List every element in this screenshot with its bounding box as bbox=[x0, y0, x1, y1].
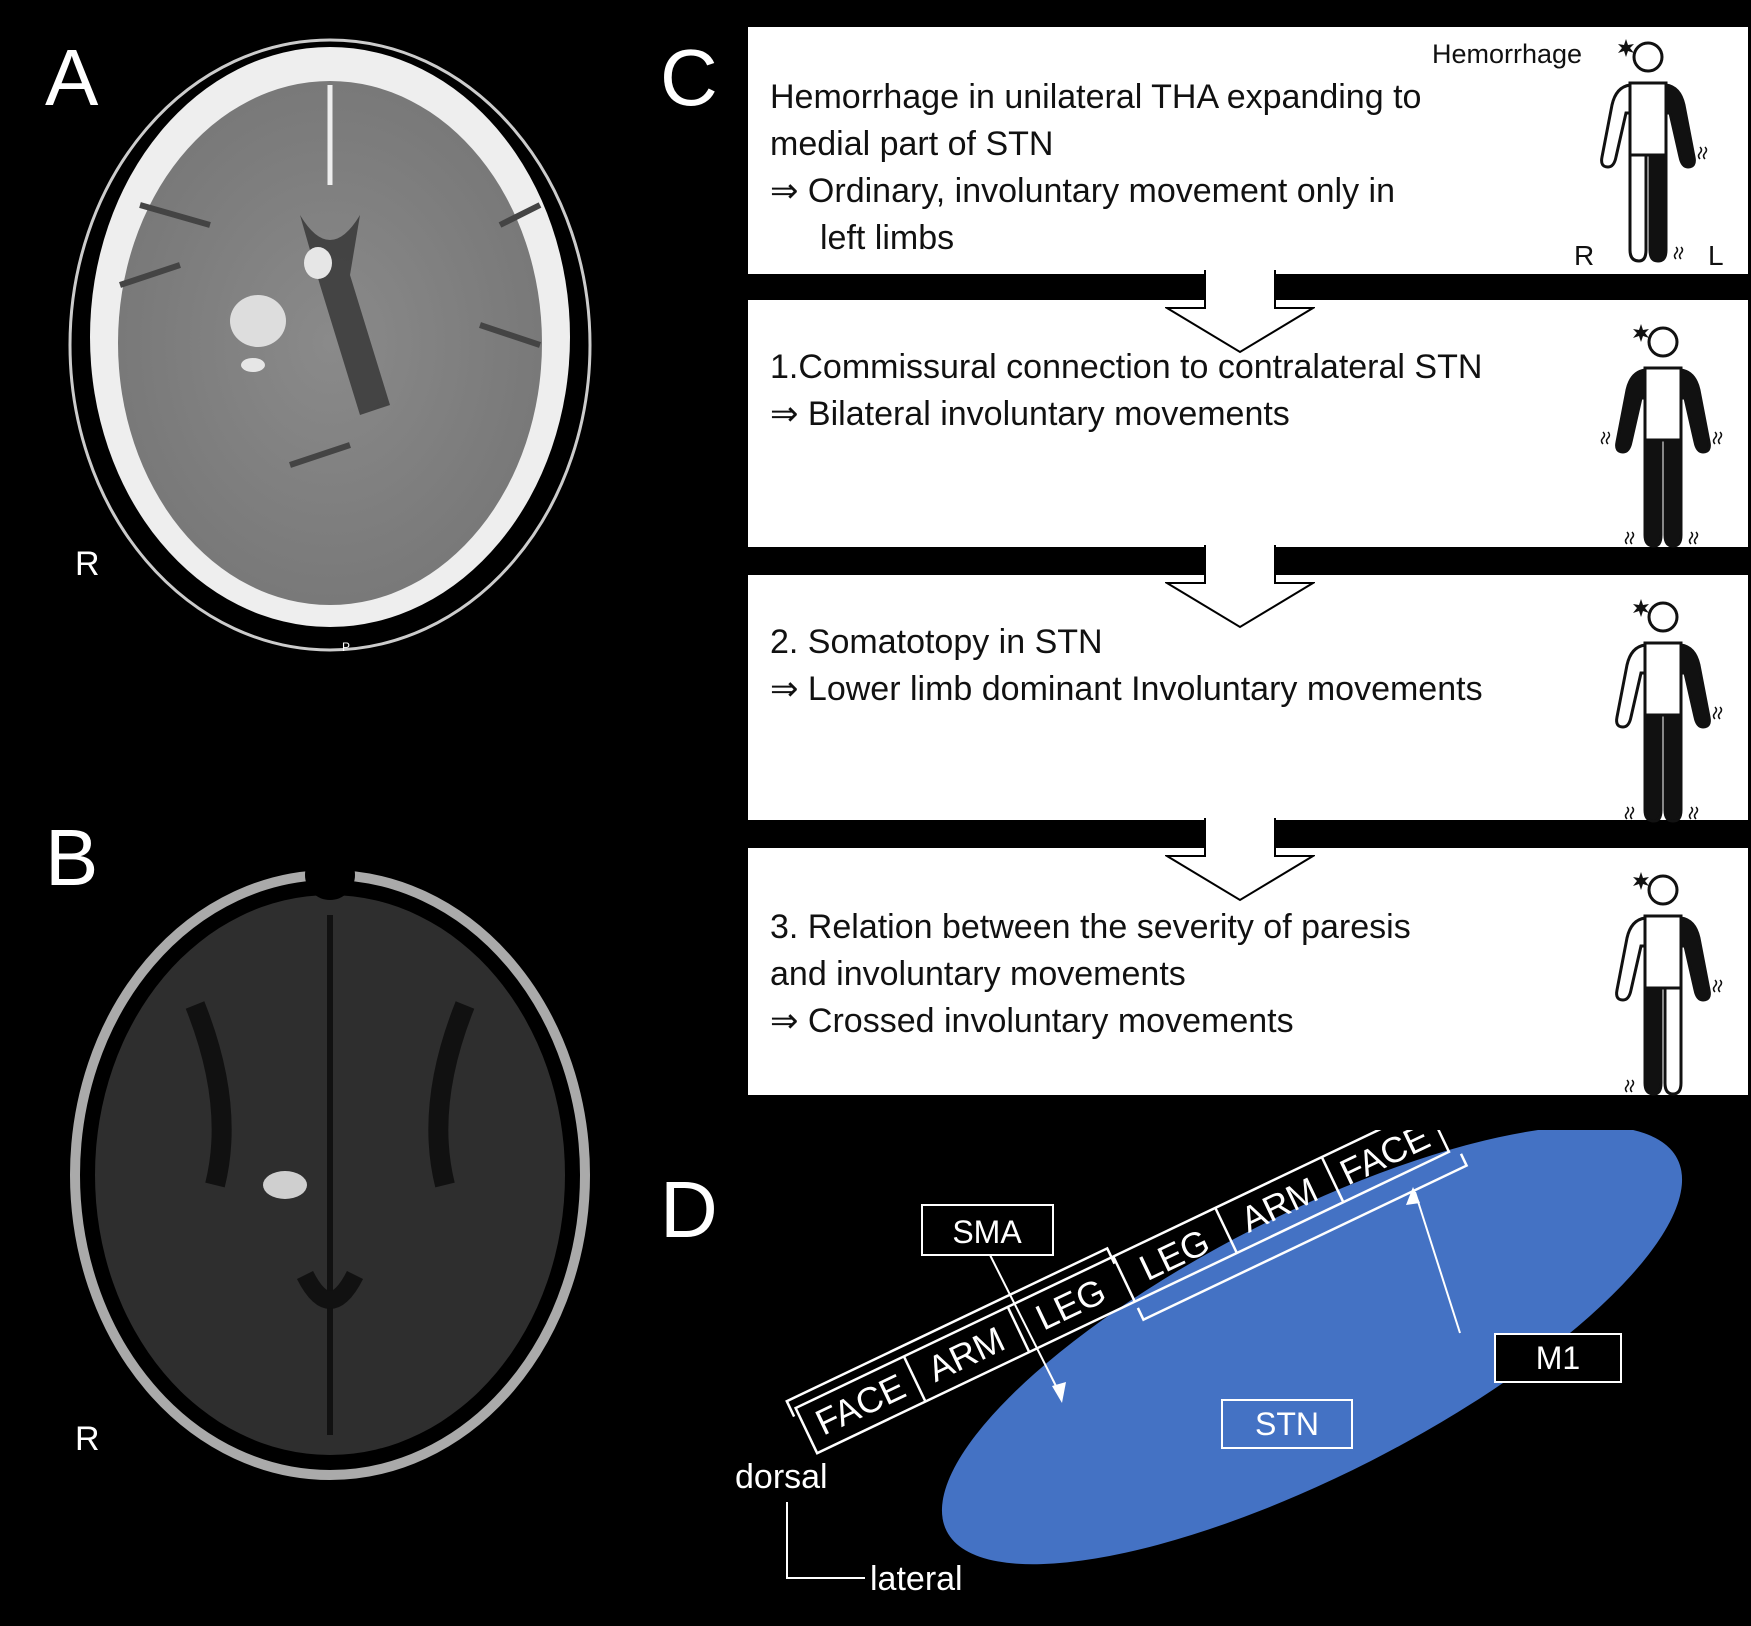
left-arm-icon bbox=[1664, 83, 1696, 169]
orientation-axis-lines bbox=[786, 1502, 865, 1579]
head-icon bbox=[1647, 601, 1679, 633]
left-arm-icon bbox=[1679, 643, 1711, 729]
tremor-icon bbox=[1600, 431, 1611, 445]
m1-label: M1 bbox=[1535, 1340, 1581, 1376]
head-icon bbox=[1647, 874, 1679, 906]
tremor-icon bbox=[1712, 431, 1723, 445]
right-leg-icon bbox=[1643, 438, 1663, 548]
hemorrhage-label: Hemorrhage bbox=[1432, 39, 1583, 69]
left-leg-icon bbox=[1663, 986, 1683, 1096]
tremor-icon bbox=[1673, 246, 1684, 260]
axis-lateral-label: lateral bbox=[870, 1560, 963, 1598]
left-arm-icon bbox=[1679, 368, 1711, 454]
sma-label: SMA bbox=[952, 1214, 1022, 1250]
panel-b-letter: B bbox=[45, 813, 99, 902]
box1-line-3: ⇒ Ordinary, involuntary movement only in bbox=[770, 172, 1395, 210]
right-leg-icon bbox=[1643, 986, 1663, 1096]
stn-label: STN bbox=[1255, 1406, 1319, 1442]
tremor-icon bbox=[1624, 1079, 1635, 1093]
torso-icon bbox=[1643, 641, 1683, 717]
box2-line-2: ⇒ Bilateral involuntary movements bbox=[770, 395, 1290, 433]
body-figure-2 bbox=[1600, 324, 1723, 548]
ct-scan-image bbox=[68, 38, 592, 652]
panel-b-right-side-label: R bbox=[75, 1420, 100, 1458]
box3-line-2: ⇒ Lower limb dominant Involuntary moveme… bbox=[770, 670, 1483, 708]
left-leg-icon bbox=[1663, 713, 1683, 823]
tremor-icon bbox=[1697, 146, 1708, 160]
torso-icon bbox=[1643, 366, 1683, 442]
box4-line-2: and involuntary movements bbox=[770, 955, 1186, 993]
torso-icon bbox=[1643, 914, 1683, 990]
right-arm-icon bbox=[1615, 368, 1647, 454]
tremor-icon bbox=[1624, 806, 1635, 820]
hemorrhage-star-icon bbox=[1633, 324, 1649, 342]
tremor-icon bbox=[1712, 706, 1723, 720]
tremor-icon bbox=[1688, 806, 1699, 820]
torso-icon bbox=[1628, 81, 1668, 157]
down-arrow-2 bbox=[1165, 545, 1315, 629]
left-leg-icon bbox=[1663, 438, 1683, 548]
box3-line-1: 2. Somatotopy in STN bbox=[770, 623, 1103, 661]
m1-pointer-arrow bbox=[1406, 1187, 1461, 1334]
left-arm-icon bbox=[1679, 916, 1711, 1002]
box4-line-1: 3. Relation between the severity of pare… bbox=[770, 908, 1411, 946]
axis-dorsal-label: dorsal bbox=[735, 1458, 828, 1496]
flow-box-1: Hemorrhage in unilateral THA expanding t… bbox=[748, 27, 1748, 274]
box1-line-2: medial part of STN bbox=[770, 125, 1054, 163]
head-icon bbox=[1632, 41, 1664, 73]
m1-box: M1 bbox=[1494, 1333, 1622, 1383]
head-icon bbox=[1647, 326, 1679, 358]
panel-d-letter: D bbox=[660, 1165, 718, 1254]
stn-somatotopy-diagram: FACE ARM LEG LEG ARM FACE SMA bbox=[785, 1130, 1683, 1565]
panel-a-right-side-label: R bbox=[75, 545, 100, 583]
tremor-icon bbox=[1624, 531, 1635, 545]
right-arm-icon bbox=[1615, 916, 1647, 1002]
stn-box: STN bbox=[1221, 1399, 1353, 1449]
right-leg-icon bbox=[1643, 713, 1663, 823]
panel-a-posterior-marker: P bbox=[342, 640, 351, 654]
down-arrow-1 bbox=[1165, 270, 1315, 354]
panel-a-letter: A bbox=[45, 33, 99, 122]
tremor-icon bbox=[1712, 979, 1723, 993]
hemorrhage-star-icon bbox=[1633, 599, 1649, 617]
right-arm-icon bbox=[1615, 643, 1647, 729]
hemorrhage-star-icon bbox=[1633, 872, 1649, 890]
tremor-icon bbox=[1688, 531, 1699, 545]
sma-segment-arm: ARM bbox=[921, 1318, 1011, 1389]
hemorrhage-star-icon bbox=[1618, 39, 1634, 57]
right-arm-icon bbox=[1600, 83, 1632, 169]
left-leg-icon bbox=[1648, 153, 1668, 263]
body-figure-1 bbox=[1600, 39, 1708, 263]
stn-ellipse bbox=[941, 1130, 1683, 1565]
mri-flair-image bbox=[70, 855, 590, 1480]
figure-left-label: L bbox=[1708, 240, 1724, 271]
sma-box bbox=[921, 1204, 1054, 1256]
right-leg-icon bbox=[1628, 153, 1648, 263]
down-arrow-3 bbox=[1165, 818, 1315, 902]
box2-line-1: 1.Commissural connection to contralatera… bbox=[770, 348, 1483, 386]
body-figure-4 bbox=[1615, 872, 1723, 1096]
figure-right-label: R bbox=[1574, 240, 1595, 271]
body-figure-3 bbox=[1615, 599, 1723, 823]
box1-line-4: left limbs bbox=[820, 219, 955, 257]
panel-c-letter: C bbox=[660, 33, 718, 122]
box4-line-3: ⇒ Crossed involuntary movements bbox=[770, 1002, 1294, 1040]
box1-line-1: Hemorrhage in unilateral THA expanding t… bbox=[770, 78, 1422, 116]
